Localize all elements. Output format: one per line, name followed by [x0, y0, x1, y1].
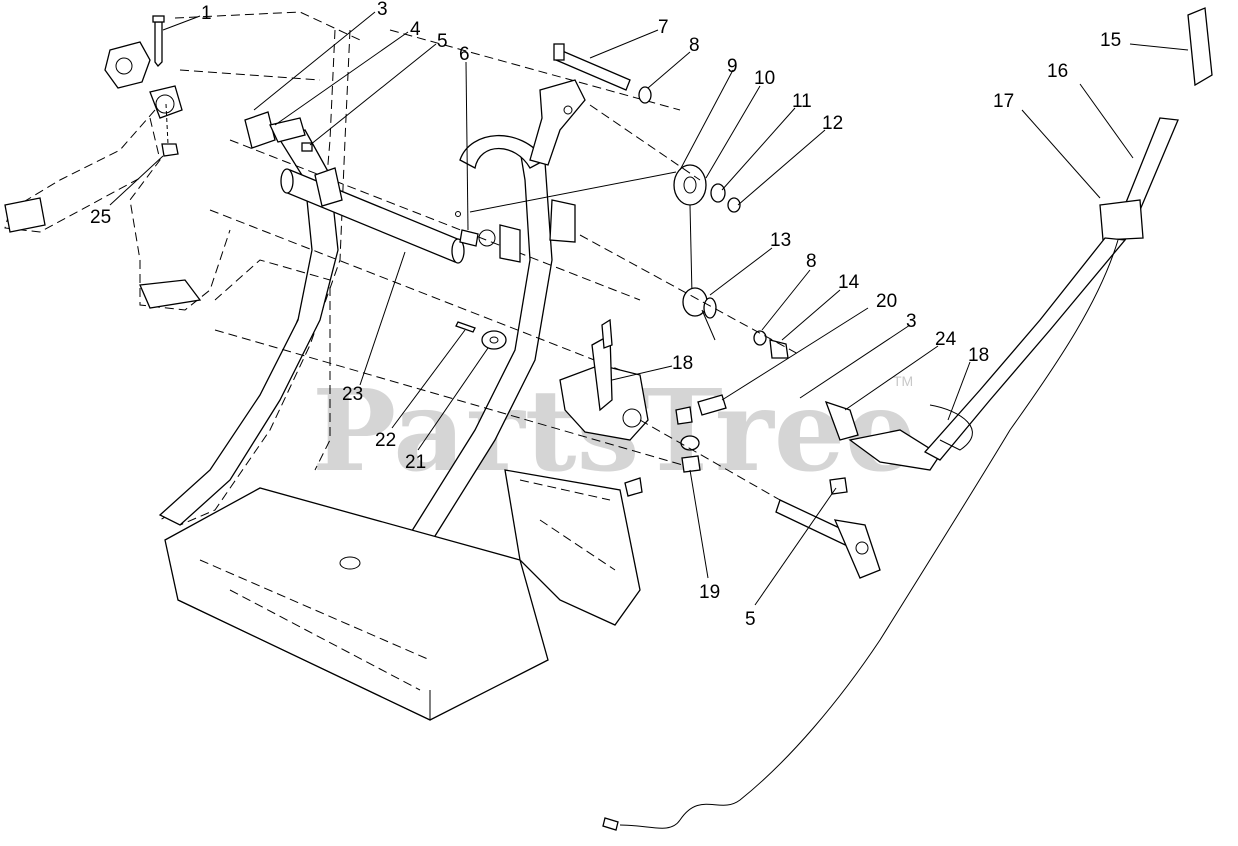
- callout-1: 1: [201, 3, 212, 24]
- callout-18: 18: [672, 353, 693, 374]
- screw-22: [455, 321, 476, 333]
- callout-20: 20: [876, 291, 897, 312]
- callout-3: 3: [377, 0, 388, 20]
- rod-7: [553, 43, 652, 104]
- watermark-tm: TM: [893, 373, 913, 389]
- washer-21: [481, 330, 507, 350]
- callout-10: 10: [754, 68, 775, 89]
- leader-lines: [109, 11, 1189, 606]
- idler-assembly: [579, 234, 801, 359]
- callout-12: 12: [822, 113, 843, 134]
- shaft-23: [280, 167, 465, 264]
- callout-21: 21: [405, 452, 426, 473]
- callout-19: 19: [699, 582, 720, 603]
- brake-bracket-18: [559, 318, 649, 441]
- bolt-20: [675, 394, 727, 473]
- callout-24: 24: [935, 329, 957, 350]
- main-frame: [158, 29, 701, 721]
- callout-4: 4: [410, 19, 421, 40]
- bolt-1: [152, 15, 165, 67]
- callout-11: 11: [792, 91, 812, 112]
- callout-18b: 18: [968, 345, 989, 366]
- callout-17: 17: [993, 91, 1014, 112]
- callout-8b: 8: [806, 251, 817, 272]
- callout-25: 25: [90, 207, 111, 228]
- pulley-assembly: [469, 104, 741, 296]
- callout-23: 23: [342, 384, 363, 405]
- callout-6: 6: [459, 44, 470, 65]
- callout-15: 15: [1100, 30, 1121, 51]
- pin-6: [455, 211, 496, 247]
- callout-22: 22: [375, 430, 396, 451]
- left-pedal-assembly: [4, 11, 361, 311]
- lever-24: [639, 400, 941, 579]
- callout-9: 9: [727, 56, 738, 77]
- bracket-4: [244, 111, 313, 152]
- handle-assembly: [923, 7, 1213, 461]
- callout-5b: 5: [745, 609, 756, 630]
- brake-cable: [619, 239, 1119, 829]
- callout-3b: 3: [906, 311, 917, 332]
- cable-end: [602, 817, 619, 831]
- callouts: 1 3 4 5 6 7 8 9 10 11 12 13 8 14 15 16 1…: [90, 0, 1121, 630]
- callout-13: 13: [770, 230, 791, 251]
- callout-16: 16: [1047, 61, 1068, 82]
- nut-25: [161, 143, 179, 157]
- callout-7: 7: [658, 17, 669, 38]
- callout-8: 8: [689, 35, 700, 56]
- callout-14: 14: [838, 272, 860, 293]
- callout-5: 5: [437, 31, 448, 52]
